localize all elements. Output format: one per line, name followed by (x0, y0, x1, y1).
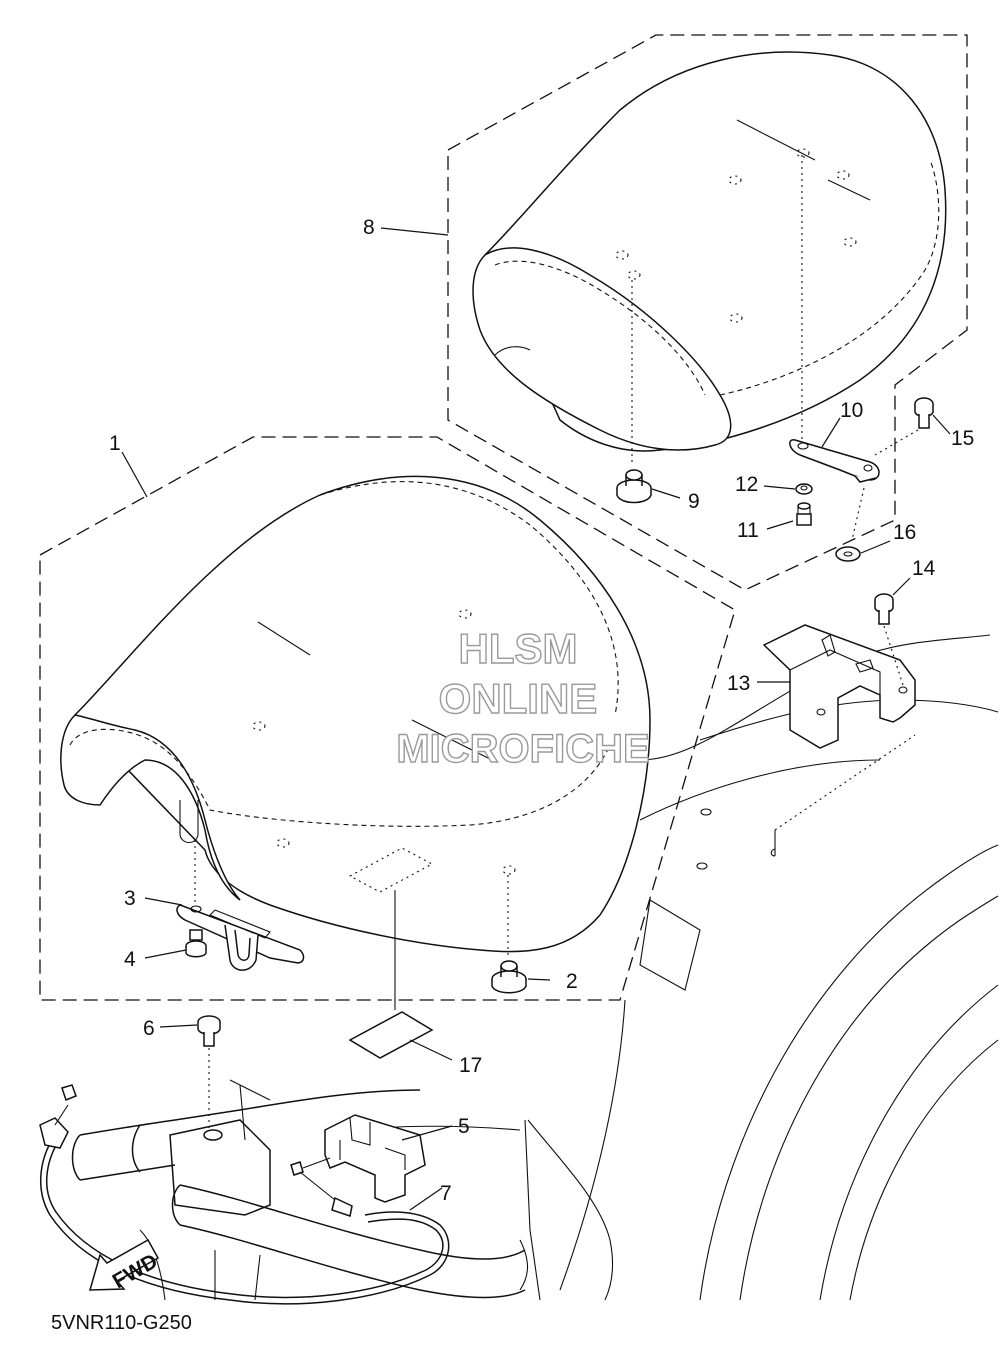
callout-14: 14 (912, 557, 936, 580)
callout-5: 5 (458, 1115, 470, 1138)
rear-seat-bracket (789, 439, 880, 483)
bolt-4 (185, 929, 207, 958)
washer-16 (835, 546, 861, 562)
callout-2: 2 (566, 970, 578, 993)
callout-9: 9 (688, 490, 700, 513)
callout-3: 3 (124, 887, 136, 910)
forward-arrow-icon: FWD (88, 1238, 162, 1293)
rear-seat (472, 51, 947, 452)
callout-8: 8 (363, 216, 375, 239)
damper-front (491, 960, 527, 994)
watermark-line-3: MICROFICHE (396, 727, 649, 771)
bolt-6 (197, 1015, 221, 1047)
callout-4: 4 (124, 948, 136, 971)
damper-rear (616, 469, 652, 504)
washer-16-locator (851, 487, 865, 541)
callout-1: 1 (109, 432, 121, 455)
callout-10: 10 (840, 399, 863, 422)
seat-lock-cable (39, 1084, 450, 1305)
callout-15: 15 (951, 427, 974, 450)
callout-11: 11 (737, 519, 759, 542)
front-seat-group-outline (39, 436, 736, 1001)
watermark-line-1: HLSM (459, 625, 578, 672)
bolt-15 (914, 397, 934, 429)
callout-17: 17 (459, 1054, 482, 1077)
seat-lock-bracket (762, 624, 916, 749)
callout-13: 13 (727, 672, 750, 695)
leader-lines (121, 227, 951, 1211)
front-seat (60, 475, 651, 953)
bolt-11 (796, 502, 812, 526)
callout-16: 16 (893, 521, 916, 544)
callout-6: 6 (143, 1017, 155, 1040)
front-seat-bracket (176, 904, 305, 971)
bolt-14-locator (883, 625, 904, 686)
watermark: HLSM ONLINE MICROFICHE (396, 624, 651, 771)
diagram-code: 5VNR110-G250 (51, 1312, 192, 1334)
callout-12: 12 (735, 473, 758, 496)
callouts: 1 2 3 4 5 6 7 8 9 10 11 12 13 14 15 16 1… (109, 216, 974, 1205)
washer-12 (795, 483, 813, 495)
watermark-line-2: ONLINE (439, 675, 598, 722)
bolt-15-locator (874, 429, 919, 456)
bolt-14 (874, 593, 894, 625)
seat-lock (290, 1114, 426, 1203)
frame-and-fender (524, 634, 999, 1301)
label-17 (348, 1011, 434, 1059)
rear-seat-group-outline (447, 34, 968, 591)
callout-7: 7 (440, 1182, 452, 1205)
frame-tubes (71, 1079, 529, 1301)
